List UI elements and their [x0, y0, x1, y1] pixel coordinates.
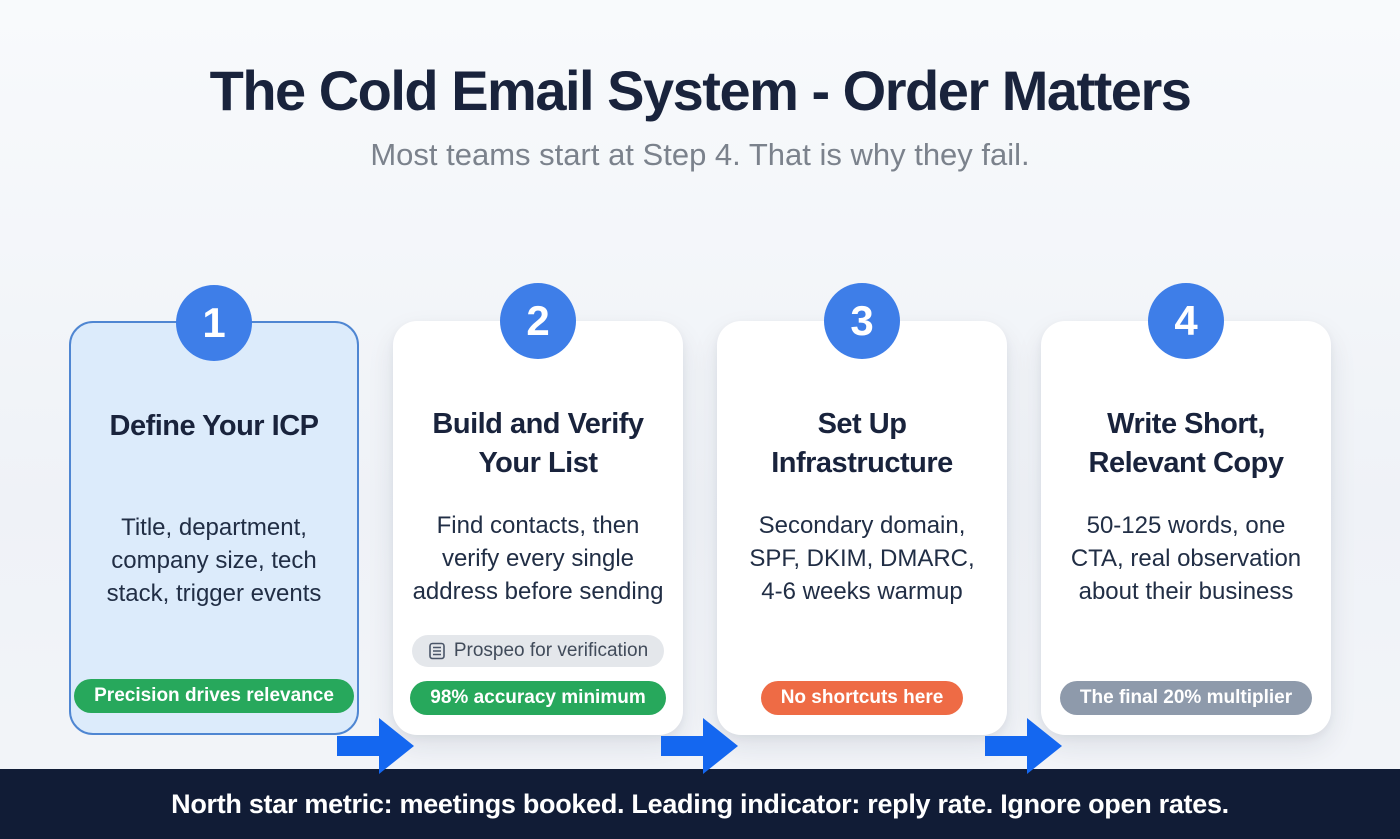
step-3-status-badge: No shortcuts here — [760, 681, 964, 715]
tool-badge-label: Prospeo for verification — [453, 640, 649, 661]
step-1-title: Define Your ICP — [109, 410, 319, 442]
step-3-description: Secondary domain, SPF, DKIM, DMARC, 4-6 … — [749, 512, 975, 606]
step-4-description: 50-125 words, one CTA, real observation … — [1070, 512, 1302, 606]
arrow-right-icon — [985, 717, 1063, 775]
page-title: The Cold Email System - Order Matters — [209, 59, 1192, 122]
footer-bar: North star metric: meetings booked. Lead… — [0, 769, 1400, 839]
step-4-status-badge: The final 20% multiplier — [1059, 681, 1313, 715]
step-1-number-badge: 1 — [176, 285, 252, 361]
footer-metric-text: North star metric: meetings booked. Lead… — [171, 788, 1229, 819]
step-3-title: Set Up Infrastructure — [771, 408, 953, 480]
step-2-description: Find contacts, then verify every single … — [412, 512, 664, 606]
step-card-4: 4 Write Short, Relevant Copy 50-125 word… — [1041, 283, 1331, 735]
step-1-description: Title, department, company size, tech st… — [106, 514, 322, 608]
step-2-number-badge: 2 — [500, 283, 576, 359]
steps-row: 1 Define Your ICP Title, department, com… — [69, 283, 1331, 774]
arrow-right-icon — [337, 717, 415, 775]
step-2-title: Build and Verify Your List — [432, 408, 644, 480]
step-number: 1 — [202, 299, 226, 346]
page-subtitle: Most teams start at Step 4. That is why … — [370, 137, 1030, 172]
step-number: 3 — [850, 297, 874, 344]
step-number: 4 — [1174, 297, 1198, 344]
step-2-tool-badge: Prospeo for verification — [411, 635, 665, 667]
step-2-status-badge: 98% accuracy minimum — [410, 681, 666, 715]
step-card-2: 2 Build and Verify Your List Find contac… — [393, 283, 683, 735]
step-4-number-badge: 4 — [1148, 283, 1224, 359]
arrow-right-icon — [661, 717, 739, 775]
step-card-3: 3 Set Up Infrastructure Secondary domain… — [717, 283, 1007, 735]
step-1-status-badge: Precision drives relevance — [74, 679, 354, 713]
step-4-title: Write Short, Relevant Copy — [1088, 408, 1284, 480]
document-list-icon — [428, 642, 446, 660]
step-card-1: 1 Define Your ICP Title, department, com… — [69, 285, 359, 735]
step-3-number-badge: 3 — [824, 283, 900, 359]
step-number: 2 — [526, 297, 550, 344]
